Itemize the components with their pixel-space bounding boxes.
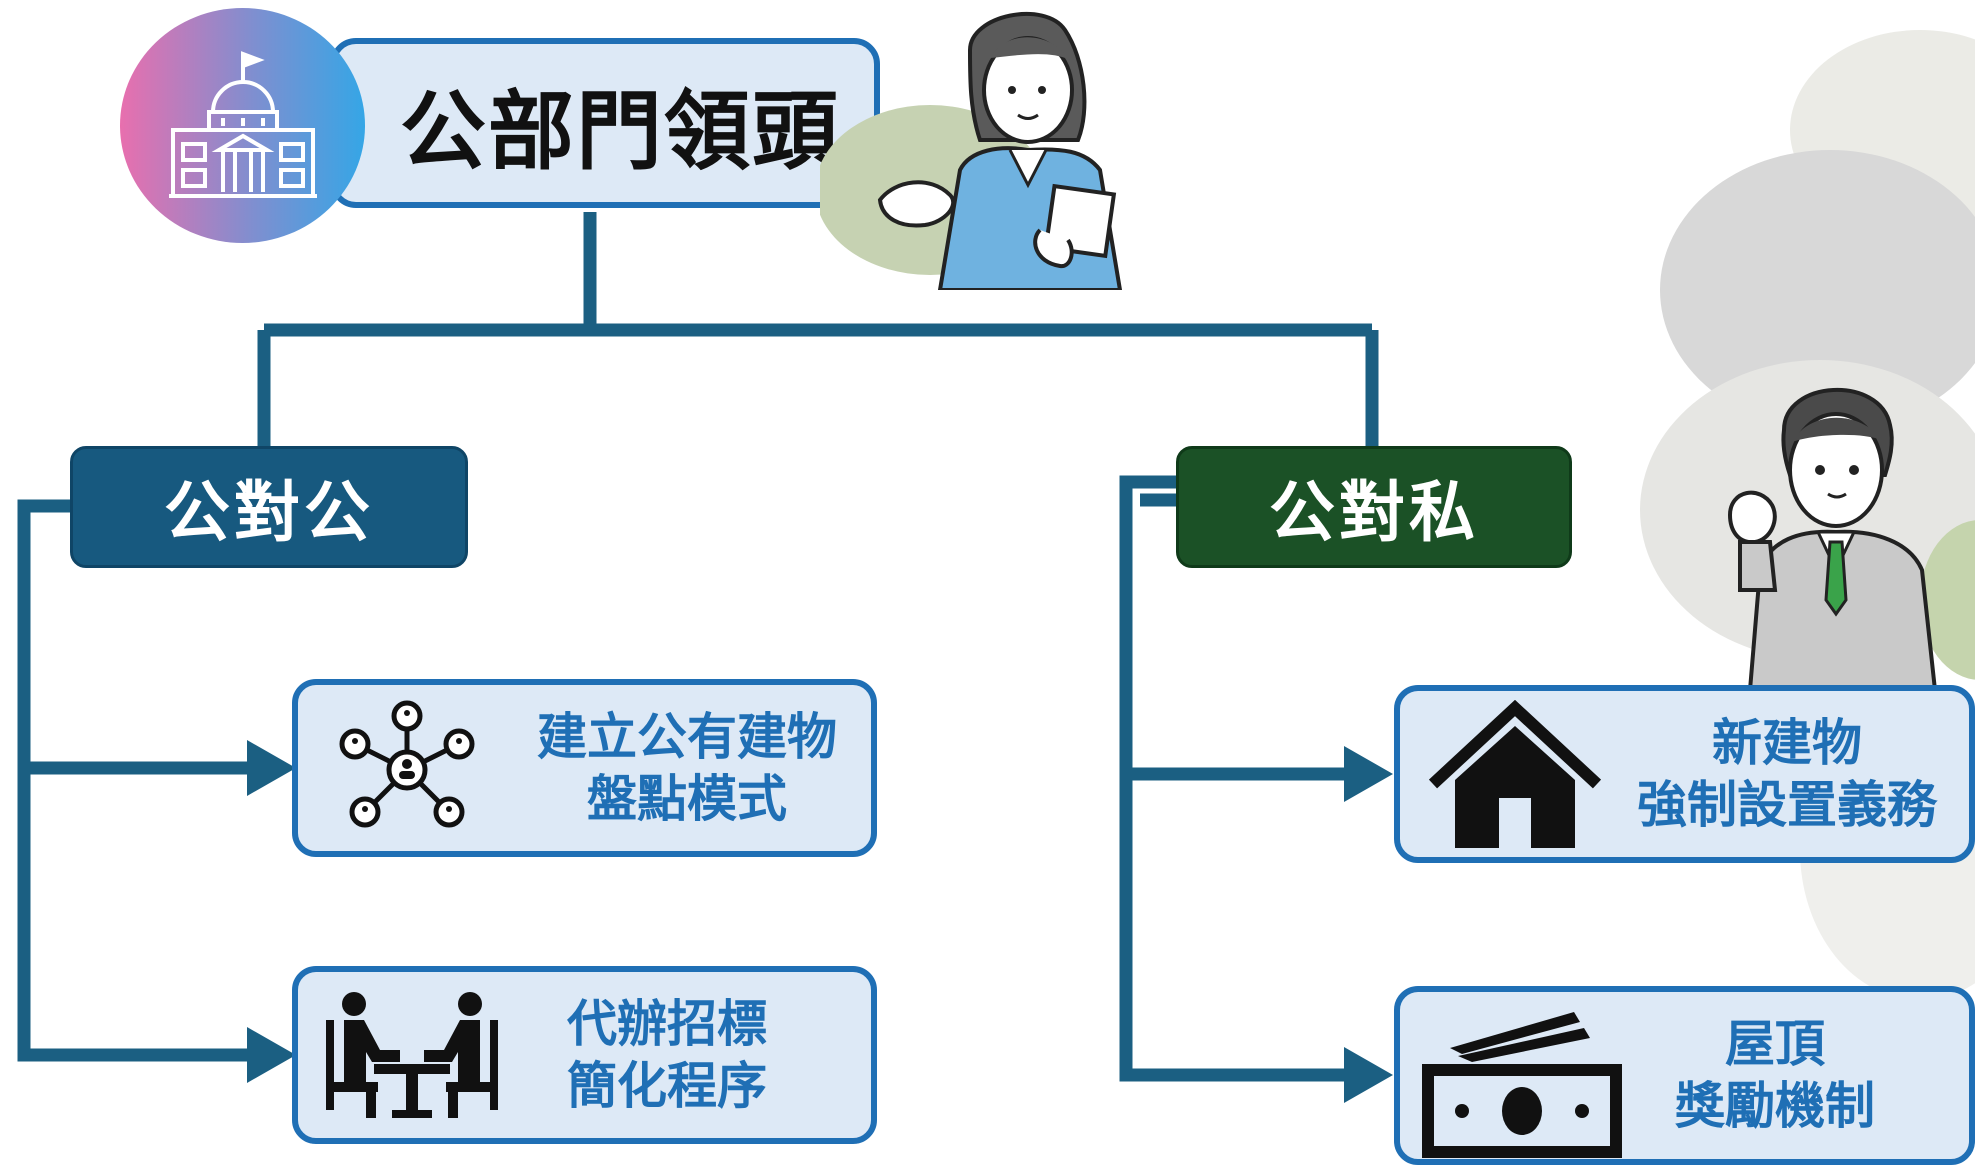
- leaf-line: 屋頂: [1725, 1015, 1825, 1073]
- man-illustration: [1700, 370, 1975, 692]
- leaf-line: 盤點模式: [587, 770, 787, 828]
- leaf-line: 新建物: [1712, 714, 1862, 772]
- leaf-new-building-text: 新建物 強制設置義務: [1612, 691, 1962, 857]
- woman-illustration: [815, 0, 1180, 292]
- leaf-building-inventory-text: 建立公有建物 盤點模式: [502, 685, 872, 851]
- leaf-procurement-text: 代辦招標 簡化程序: [502, 972, 832, 1138]
- arrowhead: [247, 1027, 296, 1083]
- money-bills-icon: [1408, 1004, 1630, 1162]
- leaf-line: 建立公有建物: [537, 708, 837, 766]
- leaf-line: 簡化程序: [567, 1057, 767, 1115]
- root-box: [330, 38, 880, 208]
- arrowhead: [1344, 746, 1393, 802]
- branch-public-to-public: 公對公: [70, 446, 468, 568]
- leaf-line: 代辦招標: [567, 995, 767, 1053]
- branch-public-to-private: 公對私: [1176, 446, 1572, 568]
- leaf-building-inventory: [292, 679, 877, 857]
- leaf-line: 強制設置義務: [1637, 776, 1937, 834]
- root-title: 公部門領頭: [400, 81, 840, 182]
- meeting-table-icon: [322, 990, 502, 1120]
- leaf-line: 獎勵機制: [1675, 1077, 1875, 1135]
- arrowhead: [1344, 1047, 1393, 1103]
- government-circle: [120, 8, 365, 243]
- government-building-icon: [168, 50, 317, 198]
- network-people-icon: [332, 694, 482, 842]
- house-icon: [1420, 695, 1610, 855]
- arrowhead: [247, 740, 296, 796]
- connector-left-bracket: [17, 499, 255, 1062]
- leaf-rooftop-text: 屋頂 獎勵機制: [1630, 992, 1920, 1158]
